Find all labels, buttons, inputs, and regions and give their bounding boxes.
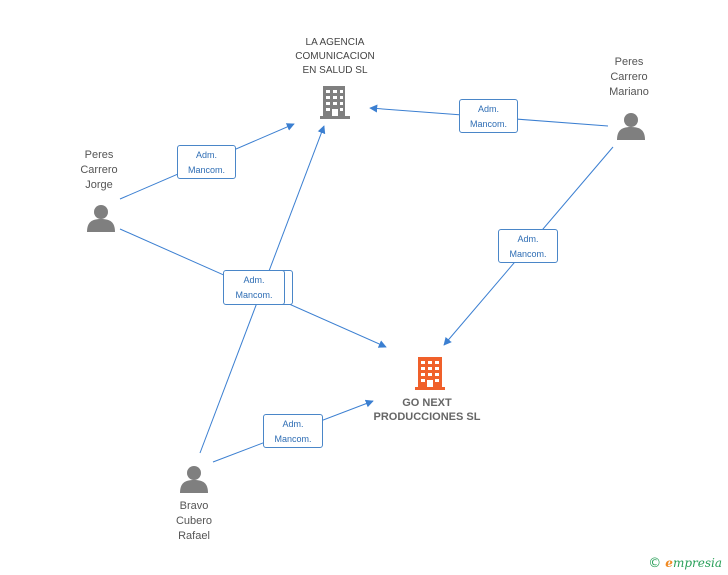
edge-label-jorge-agencia[interactable]: Adm. Mancom. bbox=[177, 145, 236, 179]
person-label-jorge[interactable]: Peres Carrero Jorge bbox=[66, 148, 132, 193]
edge-label-line: Mancom. bbox=[469, 119, 507, 129]
edge-label-line: Adm. bbox=[243, 275, 265, 285]
person-icon[interactable] bbox=[617, 113, 645, 140]
edge-label-jorge-rafael[interactable]: Adm. Mancom. bbox=[223, 270, 285, 305]
label-line: Peres bbox=[614, 56, 644, 68]
edge-label-line: Adm. bbox=[517, 234, 539, 244]
label-line: Rafael bbox=[178, 530, 210, 542]
label-line: Cubero bbox=[175, 515, 213, 527]
label-line: COMUNICACION bbox=[295, 51, 375, 62]
edge-label-line: Adm. bbox=[282, 419, 304, 429]
label-line: PRODUCCIONES SL bbox=[373, 411, 481, 423]
edge-label-line: Mancom. bbox=[274, 434, 312, 444]
building-icon[interactable] bbox=[415, 357, 445, 390]
label-line: GO NEXT bbox=[402, 397, 452, 409]
label-line: Jorge bbox=[85, 179, 113, 191]
person-label-mariano[interactable]: Peres Carrero Mariano bbox=[596, 55, 662, 100]
person-label-rafael[interactable]: Bravo Cubero Rafael bbox=[161, 499, 227, 544]
copyright-icon: © bbox=[648, 556, 662, 571]
edge-label-line: Mancom. bbox=[509, 249, 547, 259]
company-label-gonext[interactable]: GO NEXT PRODUCCIONES SL bbox=[360, 396, 494, 424]
label-line: EN SALUD SL bbox=[302, 65, 368, 76]
edge-label-mariano-gonext[interactable]: Adm. Mancom. bbox=[498, 229, 558, 263]
company-label-agencia[interactable]: LA AGENCIA COMUNICACION EN SALUD SL bbox=[278, 36, 392, 78]
label-line: Mariano bbox=[609, 86, 649, 98]
building-icon[interactable] bbox=[320, 86, 350, 119]
edge-label-line: Adm. bbox=[477, 104, 499, 114]
edge-label-line: Adm. bbox=[195, 150, 217, 160]
person-icon[interactable] bbox=[87, 205, 115, 232]
label-line: LA AGENCIA bbox=[305, 37, 365, 48]
label-line: Carrero bbox=[610, 71, 648, 83]
label-line: Peres bbox=[84, 149, 114, 161]
label-line: Carrero bbox=[80, 164, 118, 176]
brand-footer[interactable]: ©empresia bbox=[648, 556, 722, 571]
edge-label-line: Mancom. bbox=[235, 290, 273, 300]
edge-label-mariano-agencia[interactable]: Adm. Mancom. bbox=[459, 99, 518, 133]
edge-label-rafael-gonext[interactable]: Adm. Mancom. bbox=[263, 414, 323, 448]
edge-label-line: Mancom. bbox=[187, 165, 225, 175]
label-line: Bravo bbox=[179, 500, 209, 512]
brand-name: mpresia bbox=[672, 556, 722, 570]
person-icon[interactable] bbox=[180, 466, 208, 493]
brand-initial: e bbox=[665, 556, 673, 570]
